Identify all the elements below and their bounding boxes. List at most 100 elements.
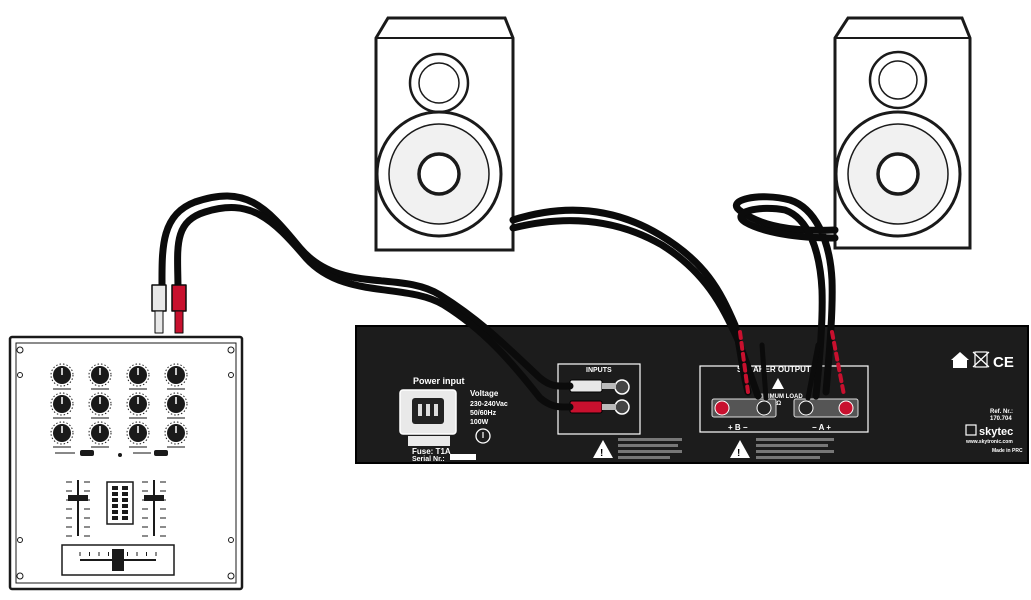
rca-input-jack-right[interactable] [614, 399, 630, 415]
mixer-label-line [55, 452, 75, 454]
fuse-holder[interactable] [408, 436, 450, 446]
vu-led [112, 498, 118, 502]
serial-number-box [450, 454, 476, 460]
channel-a-label: − A + [812, 423, 831, 432]
crossfader-knob[interactable] [112, 549, 124, 571]
vu-led [122, 486, 128, 490]
mixer-knob-label [91, 388, 109, 390]
ref-value: 170.704 [990, 416, 1012, 422]
iec-pin-center [426, 404, 430, 416]
inputs-section-frame [557, 363, 641, 435]
mixer-screw [17, 537, 23, 543]
fader-scale-marks [66, 481, 166, 537]
power-value: 100W [470, 419, 489, 426]
vu-led [112, 504, 118, 508]
website: www.skytronic.com [965, 439, 1013, 445]
mixer-screw-tr [227, 346, 235, 354]
output-warning-text-line [756, 438, 834, 441]
right-speaker-tweeter-dome [878, 60, 918, 100]
mixer-knob-label [53, 388, 71, 390]
mixer-label-line [133, 452, 151, 454]
terminal-b-plus[interactable] [714, 400, 730, 416]
mixer-screw [17, 372, 23, 378]
brand-name: skytec [979, 426, 1013, 438]
channel-fader-right[interactable] [144, 495, 164, 501]
mixer-knob-label [129, 446, 147, 448]
mixer-knob-label [53, 446, 71, 448]
serial-label: Serial Nr.: [412, 456, 445, 463]
mixer-knob-label [91, 417, 109, 419]
iec-pin-left [418, 404, 422, 416]
rca-plug-white [569, 379, 603, 393]
mixer-screw-bl [16, 572, 24, 580]
inputs-warning-mark: ! [600, 448, 603, 459]
ground-symbol-icon [475, 428, 491, 444]
rca-plug-red [569, 400, 603, 414]
frequency-value: 50/60Hz [470, 410, 497, 417]
mixer-knob-scale [50, 421, 74, 445]
output-warning-text-line [756, 456, 820, 459]
terminal-b-minus[interactable] [756, 400, 772, 416]
mixer-knob-label [91, 446, 109, 448]
mixer-rca-plug-white [151, 284, 167, 312]
inputs-warning-text-line [618, 438, 682, 441]
left-speaker [374, 16, 515, 252]
terminal-a-plus[interactable] [838, 400, 854, 416]
mixer-toggle-left[interactable] [80, 450, 94, 456]
mixer-knob-scale [88, 363, 112, 387]
speaker-wire-red-marking-b [738, 330, 750, 394]
right-speaker-dustcap [876, 152, 920, 196]
speaker-output-frame [699, 365, 869, 433]
mixer-knob-label [167, 388, 185, 390]
mixer-knob-label [167, 417, 185, 419]
rca-cable-red [174, 204, 574, 411]
inputs-warning-text-line [618, 450, 682, 453]
ref-label: Ref. Nr.: [990, 409, 1013, 415]
inputs-warning-icon [593, 440, 613, 458]
amplifier-back-panel: Power input Fuse: T1A Serial Nr.: Voltag… [355, 325, 1029, 464]
speaker-wire-red-marking-a [830, 330, 846, 397]
speaker-output-warning-icon [772, 378, 784, 389]
voltage-value: 230-240Vac [470, 401, 508, 408]
vu-led [112, 486, 118, 490]
right-speaker-cable-2 [737, 204, 839, 400]
vu-led [122, 516, 128, 520]
mixer-screw-br [227, 572, 235, 580]
dj-mixer [8, 335, 244, 591]
inputs-label: INPUTS [586, 367, 612, 374]
made-in-label: Made in PRC [992, 448, 1023, 454]
minimum-load-label: MINIMUM LOAD [757, 394, 803, 400]
right-speaker-cable-1 [732, 193, 839, 396]
right-speaker [833, 16, 972, 250]
mixer-knob-label [167, 446, 185, 448]
mixer-knob-scale [164, 392, 188, 416]
terminal-a-minus[interactable] [798, 400, 814, 416]
rca-input-jack-left[interactable] [614, 379, 630, 395]
vu-led [122, 510, 128, 514]
mixer-knob-scale [126, 392, 150, 416]
channel-b-label: + B − [728, 423, 748, 432]
mixer-knob-label [53, 417, 71, 419]
brand-logo-icon [965, 424, 977, 436]
vu-meter-leds [112, 486, 128, 520]
rca-plug-red-tip [602, 404, 616, 410]
output-warning-icon [730, 440, 750, 458]
cables [151, 192, 846, 411]
channel-fader-left[interactable] [68, 495, 88, 501]
power-input-label: Power input [413, 376, 465, 386]
output-warning-text-line [756, 444, 828, 447]
mixer-knob-scale [164, 363, 188, 387]
fuse-label: Fuse: T1A [412, 447, 451, 456]
mixer-toggle-right[interactable] [154, 450, 168, 456]
left-speaker-tweeter-dome [418, 62, 460, 104]
output-warning-text-line [756, 450, 834, 453]
speaker-wire-black-a [805, 342, 821, 401]
output-warning-mark: ! [737, 448, 740, 459]
mixer-faceplate [15, 342, 237, 584]
vu-meter [106, 481, 134, 525]
iec-pin-right [434, 404, 438, 416]
indoor-use-icon [951, 352, 969, 368]
vu-led [112, 492, 118, 496]
